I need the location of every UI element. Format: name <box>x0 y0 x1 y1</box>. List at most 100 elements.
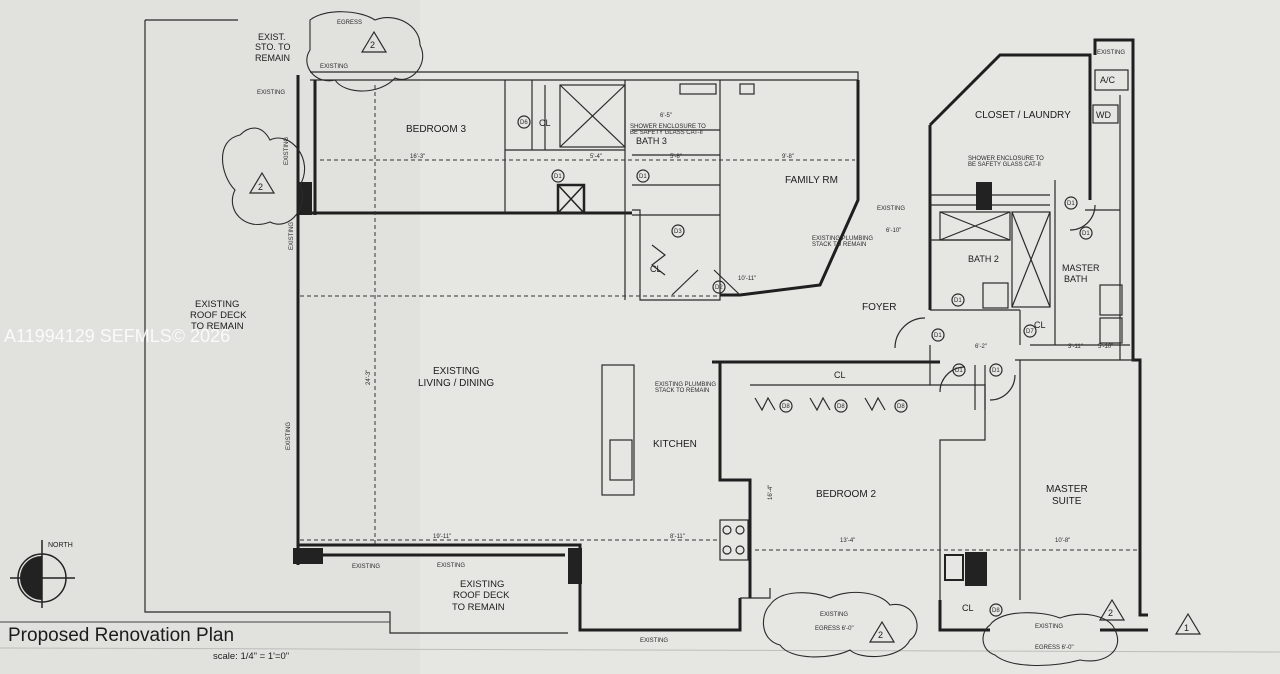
dim-living-height: 24'-3" <box>366 370 372 385</box>
room-living-dining-2: LIVING / DINING <box>418 378 494 389</box>
room-bedroom-2: BEDROOM 2 <box>816 489 876 500</box>
room-bedroom-3: BEDROOM 3 <box>406 124 466 135</box>
door-tags: D6 D1 D1 D3 D2 D1 D1 D1 D1 D1 D1 D8 D8 D… <box>517 115 1093 617</box>
elevation-marker-top-label: 2 <box>370 40 375 50</box>
door-tag-d8-b: D8 <box>837 404 845 410</box>
room-exist-sto-2: STO. TO <box>255 42 291 52</box>
elevation-marker-right <box>1098 598 1126 621</box>
note-existing-left-3: EXISTING <box>286 422 292 450</box>
room-master-bath-closet: CL <box>1034 320 1046 330</box>
note-existing-bottom-2: EXISTING <box>437 563 465 569</box>
room-living-dining-1: EXISTING <box>433 366 480 377</box>
note-existing-left-2: EXISTING <box>289 222 295 250</box>
dim-bedroom2-width: 13'-4" <box>840 538 855 544</box>
dim-hall-c: 5'-10" <box>1098 344 1113 350</box>
room-bedroom-3-closet: CL <box>539 118 551 128</box>
dim-living-width: 19'-11" <box>433 534 451 540</box>
room-roof-deck-left-1: EXISTING <box>195 299 239 310</box>
plan-notes: EGRESS EXISTING EXISTING EXISTING EXISTI… <box>257 20 1125 651</box>
elevation-marker-corner <box>1174 612 1202 635</box>
room-family-closet: CL <box>650 264 662 274</box>
room-exist-sto-3: REMAIN <box>255 53 290 63</box>
note-existing-bed2: EXISTING <box>820 612 848 618</box>
elevation-marker-right-label: 2 <box>1108 608 1113 618</box>
watermark-text: A11994129 SEFMLS© 2026 <box>4 326 230 346</box>
dim-family-b: 10'-11" <box>738 276 756 282</box>
door-tag-d1-master: D1 <box>992 368 1000 374</box>
room-roof-deck-bottom-1: EXISTING <box>460 579 504 590</box>
elevation-marker-bottom-label: 2 <box>878 630 883 640</box>
dim-bath3-b: 5'-8" <box>670 154 682 160</box>
door-tag-d8-d: D8 <box>992 608 1000 614</box>
room-bath-2: BATH 2 <box>968 254 999 264</box>
plan-scale: scale: 1/4" = 1'=0" <box>213 651 289 662</box>
note-egress-master: EGRESS 6'-0" <box>1035 645 1074 651</box>
north-arrow-label: NORTH <box>48 542 73 549</box>
door-tag-d1-bath2: D1 <box>954 298 962 304</box>
room-bedroom-2-closet: CL <box>834 370 846 380</box>
dim-foyer: 6'-10" <box>886 228 901 234</box>
note-plumbing-kitchen-2: STACK TO REMAIN <box>655 388 709 394</box>
door-tag-d6: D6 <box>520 120 528 126</box>
room-foyer: FOYER <box>862 302 896 313</box>
note-existing-sto: EXISTING <box>257 90 285 96</box>
dim-bedroom2-height: 16'-4" <box>768 485 774 500</box>
landscaping <box>221 11 1119 666</box>
elevation-marker-corner-label: 1 <box>1184 623 1189 633</box>
room-roof-deck-bottom-3: TO REMAIN <box>452 602 505 613</box>
note-shower-bath2-2: BE SAFETY GLASS CAT-II <box>968 162 1041 168</box>
note-existing-top: EXISTING <box>320 64 348 70</box>
note-plumbing-family-2: STACK TO REMAIN <box>812 242 866 248</box>
note-existing-left-1: EXISTING <box>284 137 290 165</box>
elevation-marker-left <box>248 171 276 194</box>
door-tag-d1-foyer: D1 <box>934 333 942 339</box>
room-closet-laundry: CLOSET / LAUNDRY <box>975 110 1071 121</box>
note-plumbing-kitchen-1: EXISTING PLUMBING <box>655 382 716 388</box>
elevation-marker-top <box>360 30 388 53</box>
room-family-rm: FAMILY RM <box>785 175 838 186</box>
note-egress-bed2: EGRESS 6'-0" <box>815 626 854 632</box>
room-wd: WD <box>1096 110 1111 120</box>
ac-unit <box>1094 69 1129 91</box>
room-roof-deck-bottom-2: ROOF DECK <box>453 590 510 601</box>
washer-dryer <box>1092 104 1119 124</box>
note-existing-bottom-3: EXISTING <box>640 638 668 644</box>
dim-hall-b: 3'-11" <box>1068 344 1083 350</box>
note-plumbing-family-1: EXISTING PLUMBING <box>812 236 873 242</box>
note-existing-master: EXISTING <box>1035 624 1063 630</box>
dim-kitchen-width: 8'-11" <box>670 534 685 540</box>
door-tag-d2: D2 <box>715 285 723 291</box>
elevation-marker-bottom <box>868 620 896 643</box>
door-tag-d1-bath3: D1 <box>639 174 647 180</box>
note-existing-ac: EXISTING <box>1097 50 1125 56</box>
paper-fold <box>0 647 1280 653</box>
dim-bath3-c: 6'-5" <box>660 113 672 119</box>
door-tag-d1-bed3: D1 <box>554 174 562 180</box>
note-shower-bath3-2: BE SAFETY GLASS CAT-II <box>630 130 703 136</box>
outer-walls <box>144 19 1148 634</box>
door-tag-d1-closet: D1 <box>1067 201 1075 207</box>
room-master-bath-2: BATH <box>1064 274 1087 284</box>
paper-shadow <box>0 0 420 674</box>
dashed-lines <box>300 85 1140 551</box>
dimension-labels: 16'-3" 5'-4" 5'-8" 6'-5" 9'-8" 24'-3" 19… <box>366 113 1113 544</box>
room-master-suite-closet: CL <box>962 603 974 613</box>
door-tag-d8-c: D8 <box>897 404 905 410</box>
door-tag-d8-a: D8 <box>782 404 790 410</box>
room-master-suite-2: SUITE <box>1052 496 1082 507</box>
room-bath-3: BATH 3 <box>636 136 667 146</box>
dim-hall-a: 6'-2" <box>975 344 987 350</box>
room-labels: EXIST. STO. TO REMAIN BEDROOM 3 CL BATH … <box>190 32 1129 613</box>
note-existing-bottom-1: EXISTING <box>352 564 380 570</box>
door-tag-d7: D7 <box>1026 329 1034 335</box>
door-swings <box>651 204 1096 412</box>
elevation-markers: 2 2 2 2 1 <box>248 30 1202 643</box>
elevation-marker-left-label: 2 <box>258 182 263 192</box>
room-master-bath-1: MASTER <box>1062 263 1100 273</box>
door-tag-d1-bath: D1 <box>1082 231 1090 237</box>
dim-bath3-a: 5'-4" <box>590 154 602 160</box>
room-kitchen: KITCHEN <box>653 439 697 450</box>
north-arrow: NORTH <box>10 540 75 608</box>
note-shower-bath2-1: SHOWER ENCLOSURE TO <box>968 156 1044 162</box>
